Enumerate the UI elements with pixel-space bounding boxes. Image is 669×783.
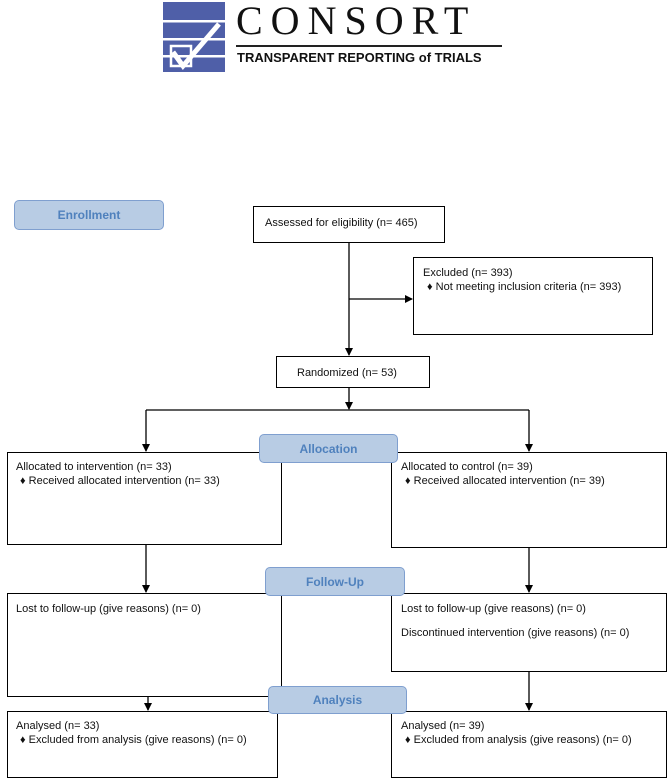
- assessed-box: Assessed for eligibility (n= 465): [253, 206, 445, 243]
- bullet-icon: ♦: [405, 475, 414, 487]
- control-discontinued-text: Discontinued intervention (give reasons)…: [401, 627, 630, 639]
- stage-enrollment: Enrollment: [14, 200, 164, 230]
- control-followup-box: Lost to follow-up (give reasons) (n= 0) …: [391, 593, 667, 672]
- randomized-box: Randomized (n= 53): [276, 356, 430, 388]
- randomized-text: Randomized (n= 53): [297, 367, 397, 379]
- intervention-allocated-text: Allocated to intervention (n= 33): [16, 461, 172, 473]
- bullet-icon: ♦: [427, 281, 436, 293]
- control-allocation-box: Allocated to control (n= 39) ♦ Received …: [391, 452, 667, 548]
- intervention-followup-box: Lost to follow-up (give reasons) (n= 0): [7, 593, 282, 697]
- intervention-analysed-text: Analysed (n= 33): [16, 720, 100, 732]
- excluded-reason: ♦ Not meeting inclusion criteria (n= 393…: [427, 281, 622, 293]
- bullet-icon: ♦: [20, 475, 29, 487]
- excluded-box: Excluded (n= 393) ♦ Not meeting inclusio…: [413, 257, 653, 335]
- control-received: ♦ Received allocated intervention (n= 39…: [405, 475, 605, 487]
- control-analysis-box: Analysed (n= 39) ♦ Excluded from analysi…: [391, 711, 667, 778]
- control-excluded-analysis: ♦ Excluded from analysis (give reasons) …: [405, 734, 632, 746]
- consort-logo-icon: [163, 2, 225, 72]
- control-lost-text: Lost to follow-up (give reasons) (n= 0): [401, 603, 586, 615]
- intervention-allocation-box: Allocated to intervention (n= 33) ♦ Rece…: [7, 452, 282, 545]
- logo-rule: [236, 45, 502, 47]
- logo-title: CONSORT: [236, 0, 477, 43]
- stage-follow-up: Follow-Up: [265, 567, 405, 596]
- stage-analysis: Analysis: [268, 686, 407, 714]
- bullet-icon: ♦: [20, 734, 29, 746]
- control-analysed-text: Analysed (n= 39): [401, 720, 485, 732]
- intervention-analysis-box: Analysed (n= 33) ♦ Excluded from analysi…: [7, 711, 278, 778]
- excluded-text: Excluded (n= 393): [423, 267, 513, 279]
- intervention-received: ♦ Received allocated intervention (n= 33…: [20, 475, 220, 487]
- intervention-lost-text: Lost to follow-up (give reasons) (n= 0): [16, 603, 201, 615]
- intervention-excluded-analysis: ♦ Excluded from analysis (give reasons) …: [20, 734, 247, 746]
- control-allocated-text: Allocated to control (n= 39): [401, 461, 533, 473]
- stage-allocation: Allocation: [259, 434, 398, 463]
- bullet-icon: ♦: [405, 734, 414, 746]
- logo-subtitle: TRANSPARENT REPORTING of TRIALS: [237, 50, 482, 65]
- assessed-text: Assessed for eligibility (n= 465): [265, 217, 418, 229]
